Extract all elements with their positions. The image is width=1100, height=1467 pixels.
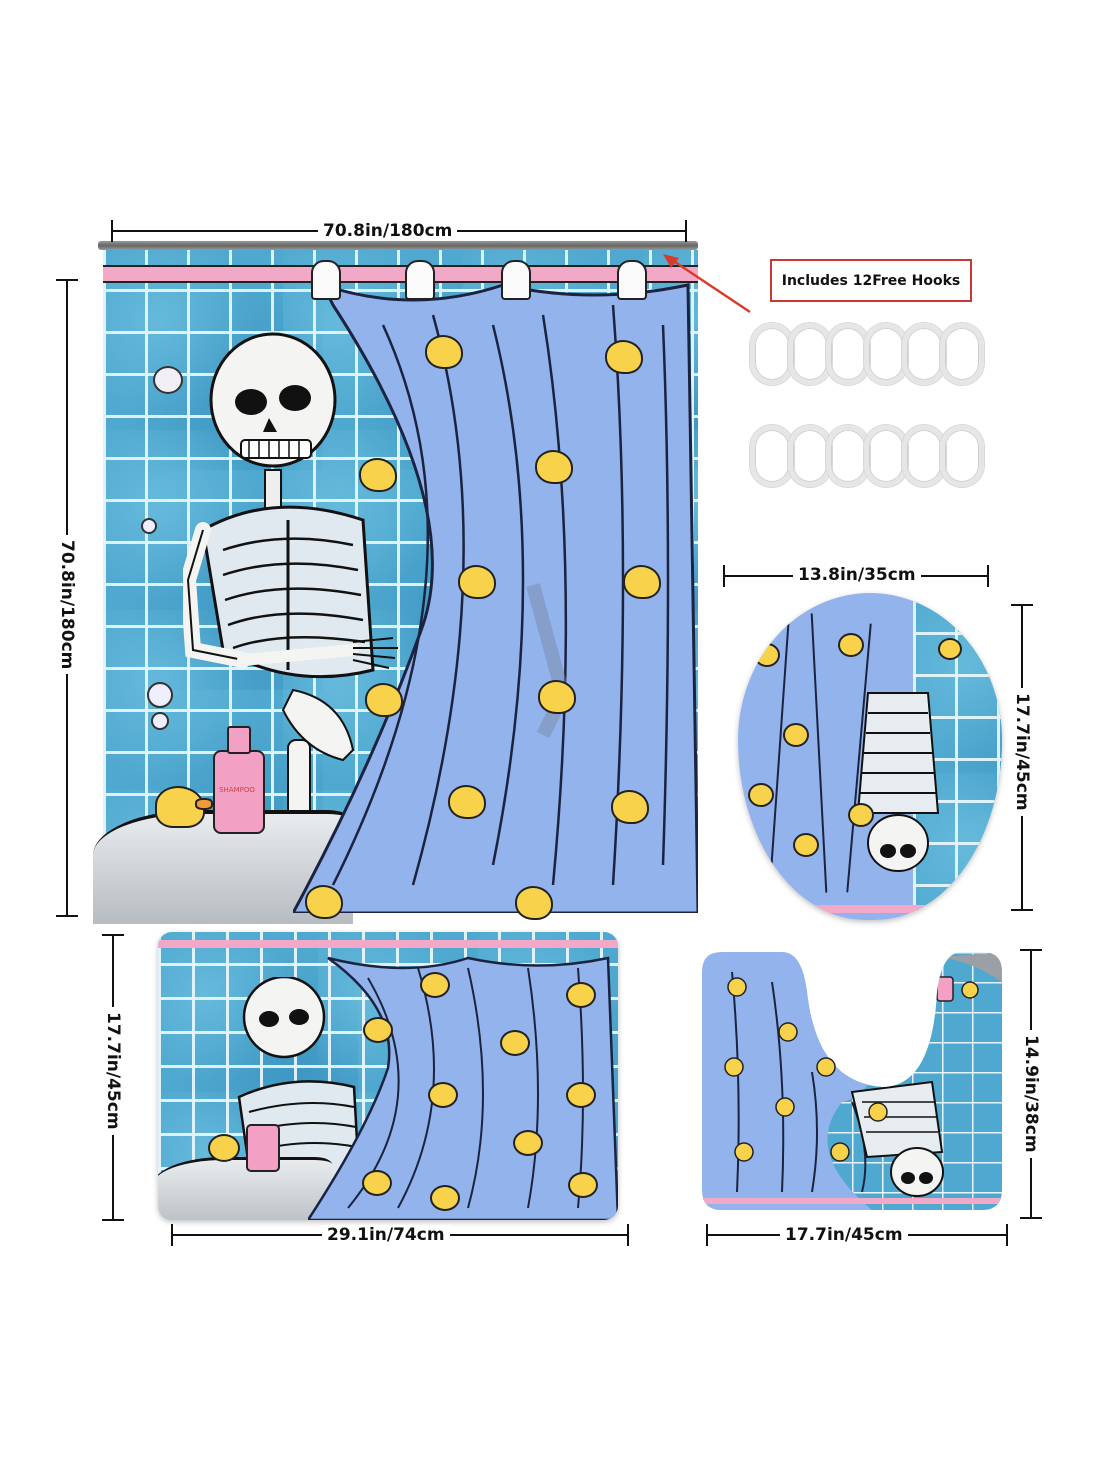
dimension-tick <box>1020 949 1042 951</box>
dimension-tick <box>685 220 687 242</box>
shampoo-pump <box>227 726 251 754</box>
dimension-tick <box>1011 604 1033 606</box>
callout-arrow <box>663 254 751 314</box>
contour-mat-height-label: 14.9in/38cm <box>1021 1030 1041 1158</box>
shampoo-bottle <box>213 750 265 834</box>
shower-curtain-product: SHAMPOO <box>93 250 698 924</box>
bubble <box>151 712 169 730</box>
contour-mat <box>702 952 1002 1210</box>
pink-trim <box>103 265 698 283</box>
dimension-tick <box>1020 1217 1042 1219</box>
dimension-tick <box>987 565 989 587</box>
bubble <box>147 682 173 708</box>
dimension-tick <box>56 279 78 281</box>
lid-width-label: 13.8in/35cm <box>793 565 921 585</box>
dimension-tick <box>1011 909 1033 911</box>
ghost-hook <box>405 260 435 300</box>
shower-curtain-height-label: 70.8in/180cm <box>57 535 77 675</box>
shampoo-label: SHAMPOO <box>219 786 255 794</box>
ghost-hook <box>311 260 341 300</box>
bath-mat-height-label: 17.7in/45cm <box>103 1007 123 1135</box>
dimension-tick <box>706 1224 708 1246</box>
dimension-tick <box>627 1224 629 1246</box>
curtain-rod <box>98 241 698 250</box>
contour-mat-shape <box>702 952 1002 1210</box>
dimension-tick <box>111 220 113 242</box>
bubble <box>141 518 157 534</box>
dimension-tick <box>56 915 78 917</box>
toilet-lid-cover <box>738 593 1002 920</box>
bubble <box>153 366 183 394</box>
shower-curtain-width-label: 70.8in/180cm <box>318 221 458 241</box>
skeleton-illustration <box>183 332 398 821</box>
bath-mat-width-label: 29.1in/74cm <box>322 1225 450 1245</box>
dimension-tick <box>1006 1224 1008 1246</box>
ghost-hook <box>617 260 647 300</box>
lid-height-label: 17.7in/45cm <box>1012 688 1032 816</box>
hooks-callout-box: Includes 12Free Hooks <box>770 259 972 302</box>
ghost-hook <box>501 260 531 300</box>
dimension-tick <box>102 1219 124 1221</box>
duck-beak <box>195 798 213 810</box>
dimension-tick <box>171 1224 173 1246</box>
bath-mat <box>158 932 618 1220</box>
hooks-callout-label: Includes 12Free Hooks <box>781 272 961 289</box>
contour-mat-width-label: 17.7in/45cm <box>780 1225 908 1245</box>
dimension-tick <box>723 565 725 587</box>
dimension-tick <box>102 934 124 936</box>
